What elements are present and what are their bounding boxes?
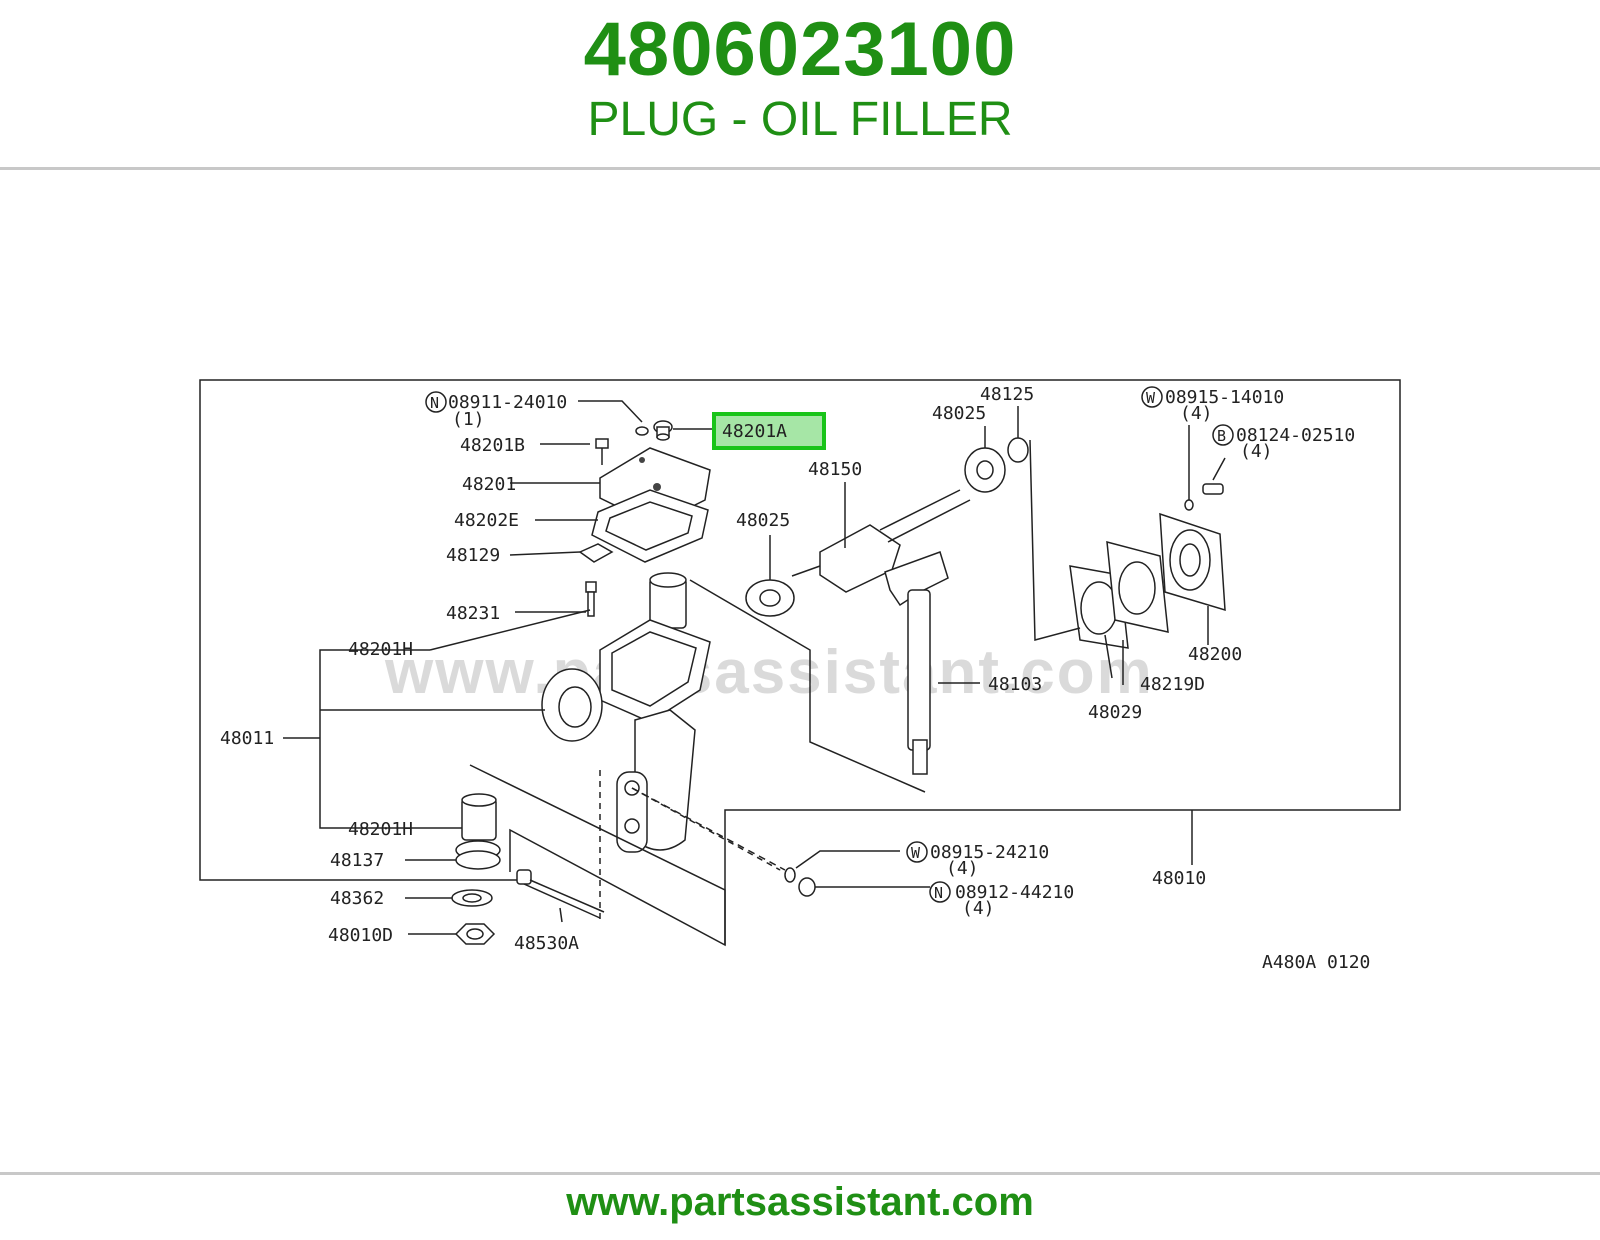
gasket-part (591, 489, 709, 563)
bolt-48530a-part (516, 869, 605, 919)
label-48011: 48011 (220, 728, 274, 749)
symbol-n-08912: N (934, 884, 943, 902)
washer-part (635, 426, 649, 436)
label-48201h-top: 48201H (348, 639, 413, 660)
nut-48010d-part (454, 923, 496, 945)
bolt-48201b-part (595, 438, 609, 465)
nut-08912-44210-part (798, 877, 816, 897)
assembly-frame-right (724, 379, 1401, 945)
label-48201h-bottom: 48201H (348, 819, 413, 840)
figure-code: A480A 0120 (1262, 952, 1370, 973)
bearing-48025-lower-part (745, 579, 795, 617)
screw-08124-part (1202, 483, 1224, 495)
gear-housing-part (541, 572, 711, 853)
label-48200: 48200 (1188, 644, 1242, 665)
label-48530a: 48530A (514, 933, 579, 954)
label-48137: 48137 (330, 850, 384, 871)
bearing-48025-upper-part (964, 447, 1006, 493)
symbol-w-08915-14010: W (1146, 389, 1156, 407)
label-48231: 48231 (446, 603, 500, 624)
callout-08912-44210: N 08912-44210 (4) (929, 881, 1074, 919)
label-48201a-highlighted[interactable]: 48201A (722, 421, 787, 442)
lock-nut-48125-part (1007, 437, 1029, 463)
label-48150: 48150 (808, 459, 862, 480)
label-48129: 48129 (446, 545, 500, 566)
highlight-box-48201a[interactable]: 48201A (712, 412, 826, 450)
symbol-b-08124: B (1217, 427, 1226, 445)
callout-08915-24210: W 08915-24210 (4) (906, 841, 1049, 879)
label-48103: 48103 (988, 674, 1042, 695)
label-48125: 48125 (980, 384, 1034, 405)
label-08915-14010: 08915-14010 (1165, 387, 1284, 408)
gasket-48219d-part (1106, 540, 1169, 633)
washer-48362-part (451, 889, 493, 907)
label-48029: 48029 (1088, 702, 1142, 723)
label-08911-qty: (1) (452, 409, 485, 430)
label-48025-upper: 48025 (932, 403, 986, 424)
label-48201: 48201 (462, 474, 516, 495)
label-08915-24210: 08915-24210 (930, 842, 1049, 863)
label-08912-qty: (4) (962, 898, 995, 919)
washer-08915-24210-part (784, 867, 796, 883)
side-cover-48200-part (1159, 512, 1226, 612)
label-08911-24010: 08911-24010 (448, 392, 567, 413)
label-48201b: 48201B (460, 435, 525, 456)
plate-48129-part (578, 543, 614, 563)
washer-08915-14010-part (1184, 499, 1194, 511)
footer-divider (0, 1172, 1600, 1175)
parts-diagram-svg: www.partsassistant.com (199, 379, 1401, 973)
symbol-w-08915-24210: W (911, 844, 921, 862)
label-48219d: 48219D (1140, 674, 1205, 695)
page-header: 4806023100 PLUG - OIL FILLER (0, 0, 1600, 168)
part-name-subtitle: PLUG - OIL FILLER (587, 93, 1013, 146)
label-48025-lower: 48025 (736, 510, 790, 531)
callout-08124-02510: B 08124-02510 (4) (1212, 424, 1355, 462)
bushing-48201h-part (461, 793, 497, 841)
label-48202e: 48202E (454, 510, 519, 531)
sector-shaft-part (884, 551, 949, 775)
leader-box-housing (469, 764, 726, 947)
label-08915-14010-qty: (4) (1180, 403, 1213, 424)
label-08124-qty: (4) (1240, 441, 1273, 462)
header-divider (0, 167, 1600, 170)
assembly-frame-left (199, 379, 800, 881)
label-08915-24210-qty: (4) (946, 858, 979, 879)
symbol-n-08911: N (430, 394, 439, 412)
watermark-text: www.partsassistant.com (384, 638, 1154, 707)
label-08912-44210: 08912-44210 (955, 882, 1074, 903)
parts-diagram: www.partsassistant.com (180, 330, 1410, 1010)
part-number-title: 4806023100 (583, 7, 1017, 92)
seal-48137-part (455, 840, 501, 870)
label-48362: 48362 (330, 888, 384, 909)
label-08124-02510: 08124-02510 (1236, 425, 1355, 446)
footer-website-link[interactable]: www.partsassistant.com (566, 1180, 1034, 1224)
callout-08911-24010: N 08911-24010 (1) (425, 391, 567, 430)
oil-filler-plug-part (653, 420, 673, 441)
screw-48231-part (585, 581, 597, 617)
callout-08915-14010: W 08915-14010 (4) (1141, 386, 1284, 424)
label-48010: 48010 (1152, 868, 1206, 889)
label-48010d: 48010D (328, 925, 393, 946)
